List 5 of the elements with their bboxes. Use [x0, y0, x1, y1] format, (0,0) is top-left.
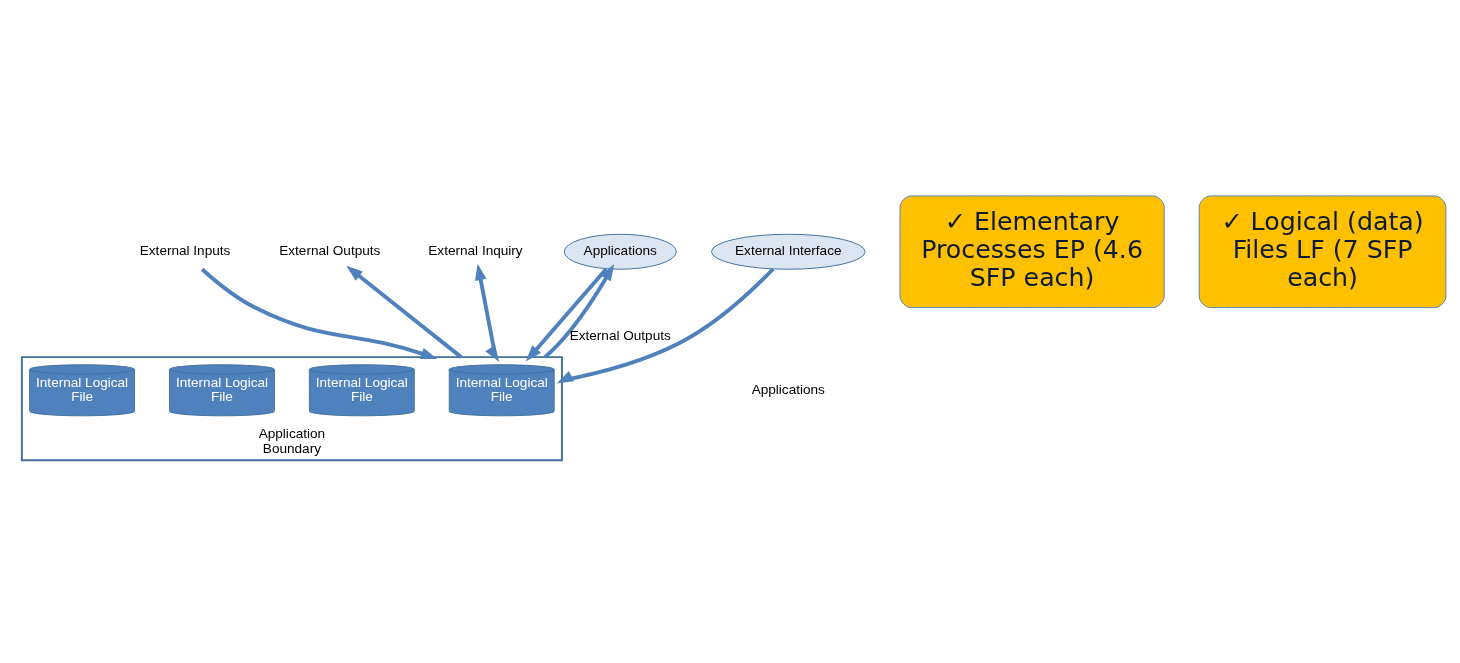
node-text: External Inquiry: [428, 242, 523, 258]
node-text: External Outputs: [279, 242, 381, 258]
label: Applications: [751, 381, 825, 397]
node-text: External Inputs: [139, 242, 231, 258]
edge-label: External Outputs: [569, 327, 671, 343]
